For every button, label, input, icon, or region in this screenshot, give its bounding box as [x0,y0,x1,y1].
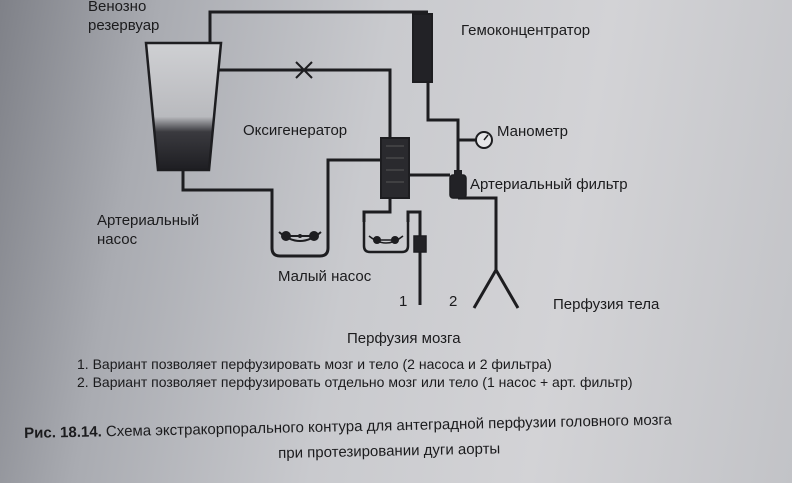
label-arterial-pump-line2: насос [97,231,138,248]
label-branch-1: 1 [399,293,408,310]
tube-pump-oxygenator [326,158,381,224]
manometer-gauge-icon [475,131,493,149]
hemoconcentrator-device [412,13,433,83]
figure-caption-prefix: Рис. 18.14. [24,423,102,442]
note-variant-2: 2. Вариант позволяет перфузировать отдел… [77,374,633,390]
small-pump-icon [362,222,410,254]
label-arterial-pump-line1: Артериальный [97,212,200,229]
brain-line-filter [413,235,427,253]
tube-clamp-icon [295,61,313,79]
arterial-filter-device [449,170,467,199]
y-connector [472,269,520,309]
label-oxygenator: Оксигенератор [243,122,348,139]
tubing [181,10,520,309]
label-branch-2: 2 [449,293,458,310]
label-venous-reservoir-line1: Венозно [88,0,147,15]
arterial-pump-icon [270,206,330,258]
label-body-perfusion: Перфузия тела [553,296,660,313]
venous-reservoir [144,41,223,172]
tube-reservoir-hemoconcentrator [208,10,428,43]
label-brain-perfusion: Перфузия мозга [347,330,461,347]
note-variant-1: 1. Вариант позволяет перфузировать мозг … [77,356,552,372]
tube-reservoir-oxygenator [218,68,392,138]
label-venous-reservoir-line2: резервуар [88,17,160,34]
oxygenator-device [380,137,410,199]
label-small-pump: Малый насос [278,268,372,285]
label-arterial-filter: Артериальный фильтр [470,176,628,193]
tube-hemoconcentrator-filter [426,82,460,175]
tube-small-pump-out [406,210,422,236]
tube-filter-body [458,196,498,270]
tube-oxygenator-small-pump [362,198,392,222]
label-hemoconcentrator: Гемоконцентратор [461,22,591,39]
label-manometer: Манометр [497,123,569,140]
